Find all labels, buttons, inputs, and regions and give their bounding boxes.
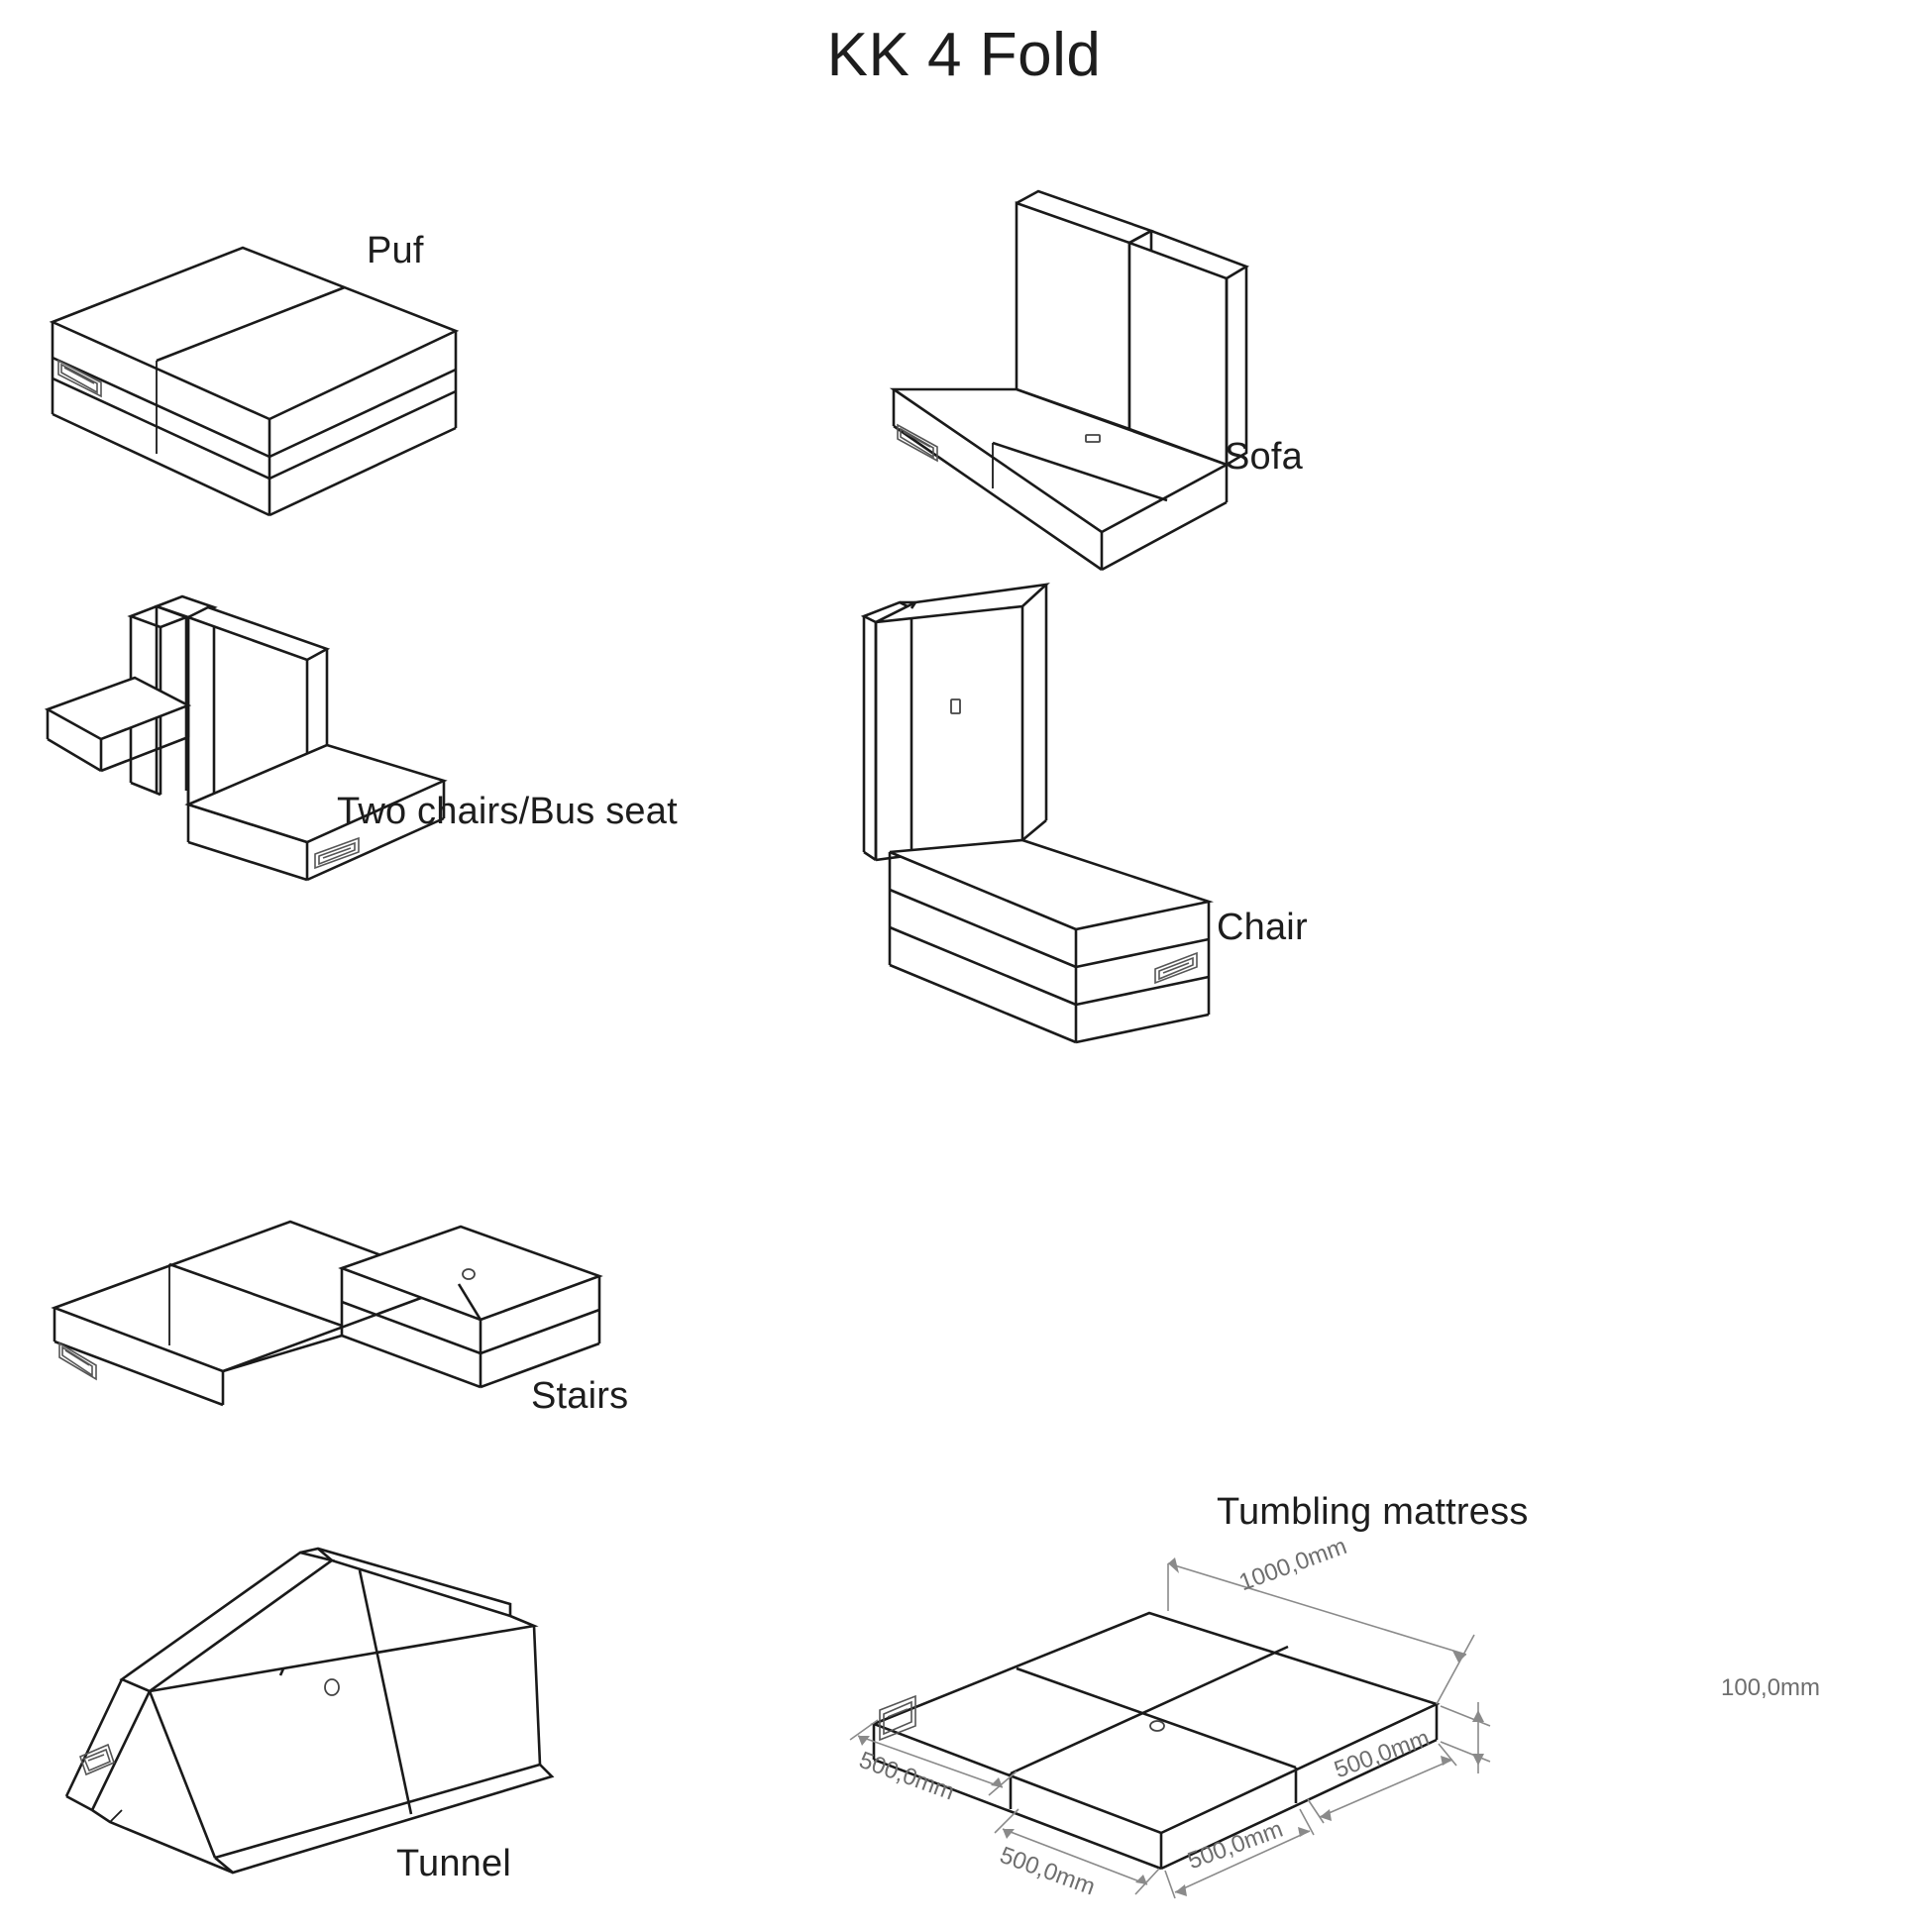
carry-handle-icon	[879, 1694, 916, 1742]
tunnel-figure	[64, 1547, 555, 1875]
puf-figure	[49, 246, 460, 517]
sofa-label: Sofa	[1225, 436, 1303, 478]
carry-handle-icon	[1154, 951, 1198, 985]
chair-figure	[860, 583, 1215, 1044]
stairs-label: Stairs	[531, 1375, 629, 1417]
page-title: KK 4 Fold	[826, 21, 1102, 89]
tumbling-mattress-label: Tumbling mattress	[1217, 1491, 1529, 1533]
puf-label: Puf	[367, 230, 424, 271]
sofa-figure	[889, 189, 1249, 572]
fabric-tag-icon	[1149, 1720, 1165, 1732]
carry-handle-icon	[314, 836, 360, 870]
tunnel-label: Tunnel	[396, 1843, 511, 1884]
two-chairs-label: Two chairs/Bus seat	[337, 791, 678, 832]
carry-handle-icon	[58, 1342, 97, 1381]
tumbling-mattress-figure	[870, 1611, 1441, 1871]
two-chairs-figure	[44, 594, 448, 882]
fabric-tag-icon	[324, 1678, 340, 1696]
chair-label: Chair	[1217, 907, 1308, 948]
carry-handle-icon	[79, 1743, 115, 1776]
carry-handle-icon	[897, 423, 938, 463]
fabric-tag-icon	[462, 1268, 476, 1280]
fabric-tag-icon	[950, 698, 961, 714]
stairs-figure	[51, 1220, 603, 1407]
tumbling-mattress-dimensions	[849, 1557, 1491, 1899]
fabric-tag-icon	[1085, 434, 1101, 443]
dimension-thickness: 100,0mm	[1721, 1674, 1821, 1701]
carry-handle-icon	[57, 359, 102, 398]
